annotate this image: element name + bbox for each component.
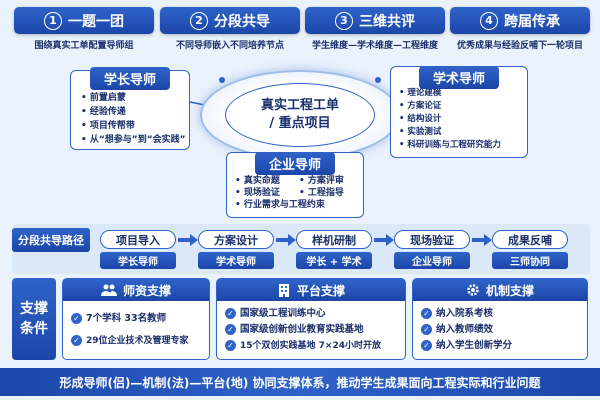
list-item: 国家级工程训练中心 — [225, 306, 397, 322]
pillar-title: 一题一团 — [68, 13, 124, 30]
pillar-number: 1 — [44, 11, 62, 30]
enterprise-mentor-panel: 企业导师 真实命题 现场验证 方案评审 工程指导 行业需求与工程约束 — [226, 152, 364, 218]
support-card-faculty: 师资支撑 7个学科 33名教师 29位企业技术及管理专家 — [62, 278, 210, 360]
pillar-number: 2 — [190, 11, 208, 30]
card-list: 7个学科 33名教师 29位企业技术及管理专家 — [63, 301, 209, 357]
support-label-line2: 条件 — [20, 321, 48, 337]
arrow-right-icon — [472, 234, 492, 246]
enterprise-mentor-list-wide: 行业需求与工程约束 — [235, 199, 325, 211]
card-title: 机制支撑 — [485, 283, 534, 298]
list-item: 项目传帮带 — [81, 119, 189, 133]
list-item: 方案论证 — [399, 100, 527, 113]
senior-mentor-list: 前置启蒙 经验传递 项目传帮带 从“想参与”到“会实践” — [71, 71, 189, 147]
path-role: 三师协同 — [492, 252, 568, 269]
arrow-right-icon — [374, 234, 394, 246]
people-icon — [100, 284, 117, 296]
gear-icon — [467, 284, 479, 296]
pillar-4: 4 跨届传承 — [450, 7, 590, 34]
footer-banner: 形成导师(侣)—机制(法)—平台(地) 协同支撑体系，推动学生成果面向工程实际和… — [0, 368, 600, 396]
card-header: 机制支撑 — [413, 279, 587, 301]
academic-mentor-list: 理论建模 方案论证 结构设计 实验测试 科研训练与工程研究能力 — [391, 67, 527, 152]
card-title: 平台支撑 — [296, 283, 345, 298]
list-item: 国家级创新创业教育实践基地 — [225, 322, 397, 338]
path-label: 分段共导路径 — [12, 228, 90, 252]
card-title: 师资支撑 — [122, 283, 171, 298]
pillar-3: 3 三维共评 — [305, 7, 445, 34]
list-item: 经验传递 — [81, 105, 189, 119]
center-focus: 真实工程工单 / 重点项目 — [200, 70, 400, 160]
pillar-number: 4 — [480, 11, 498, 30]
path-step: 成果反哺 — [492, 230, 568, 249]
list-item: 从“想参与”到“会实践” — [81, 133, 189, 147]
path-step: 样机研制 — [296, 230, 372, 249]
list-item: 纳入学生创新学分 — [421, 338, 579, 354]
path-role: 企业导师 — [394, 252, 470, 269]
pillar-desc: 优秀成果与经验反哺下一轮项目 — [456, 41, 583, 51]
support-label-line1: 支撑 — [20, 301, 48, 317]
building-icon — [278, 284, 289, 297]
support-card-mechanism: 机制支撑 纳入院系考核 纳入教师绩效 纳入学生创新学分 — [412, 278, 588, 360]
path-step: 现场验证 — [394, 230, 470, 249]
center-title-line1: 真实工程工单 — [260, 98, 339, 113]
list-item: 行业需求与工程约束 — [235, 199, 325, 211]
pillar-title: 分段共导 — [214, 13, 270, 30]
card-list: 纳入院系考核 纳入教师绩效 纳入学生创新学分 — [413, 301, 587, 359]
list-item: 现场验证 — [235, 187, 280, 199]
list-item: 15个双创实践基地 7×24小时开放 — [225, 338, 397, 354]
card-list: 国家级工程训练中心 国家级创新创业教育实践基地 15个双创实践基地 7×24小时… — [217, 301, 405, 359]
path-role: 学长导师 — [100, 252, 176, 269]
pillar-title: 跨届传承 — [504, 13, 560, 30]
enterprise-mentor-title: 企业导师 — [254, 152, 336, 175]
card-header: 平台支撑 — [217, 279, 405, 301]
center-title-line2: / 重点项目 — [269, 116, 331, 131]
academic-mentor-title: 学术导师 — [418, 66, 500, 89]
list-item: 科研训练与工程研究能力 — [399, 139, 527, 152]
academic-mentor-panel: 学术导师 理论建模 方案论证 结构设计 实验测试 科研训练与工程研究能力 — [390, 66, 528, 158]
pillar-title: 三维共评 — [359, 13, 415, 30]
senior-mentor-title: 学长导师 — [89, 67, 171, 90]
center-focus-inner: 真实工程工单 / 重点项目 — [225, 83, 375, 147]
support-card-platform: 平台支撑 国家级工程训练中心 国家级创新创业教育实践基地 15个双创实践基地 7… — [216, 278, 406, 360]
list-item: 方案评审 — [299, 175, 344, 187]
list-item: 前置启蒙 — [81, 91, 189, 105]
list-item: 工程指导 — [299, 187, 344, 199]
list-item: 实验测试 — [399, 126, 527, 139]
list-item: 理论建模 — [399, 87, 527, 100]
pillar-desc: 学生维度—学术维度—工程维度 — [311, 41, 438, 51]
list-item: 纳入院系考核 — [421, 306, 579, 322]
list-item: 真实命题 — [235, 175, 280, 187]
enterprise-mentor-list-left: 真实命题 现场验证 — [235, 175, 280, 199]
list-item: 结构设计 — [399, 113, 527, 126]
pillar-desc: 围绕真实工单配置导师组 — [34, 41, 134, 51]
path-step: 方案设计 — [198, 230, 274, 249]
pillar-number: 3 — [335, 11, 353, 30]
list-item: 29位企业技术及管理专家 — [71, 330, 201, 352]
path-role: 学术导师 — [198, 252, 274, 269]
pillar-2: 2 分段共导 — [160, 7, 300, 34]
list-item: 纳入教师绩效 — [421, 322, 579, 338]
card-header: 师资支撑 — [63, 279, 209, 301]
senior-mentor-panel: 学长导师 前置启蒙 经验传递 项目传帮带 从“想参与”到“会实践” — [70, 67, 190, 150]
enterprise-mentor-list-right: 方案评审 工程指导 — [299, 175, 344, 199]
pillar-1: 1 一题一团 — [14, 7, 154, 34]
path-role: 学长 + 学术 — [296, 252, 372, 269]
arrow-right-icon — [276, 234, 296, 246]
pillar-desc: 不同导师嵌入不同培养节点 — [175, 41, 284, 51]
list-item: 7个学科 33名教师 — [71, 308, 201, 330]
path-step: 项目导入 — [100, 230, 176, 249]
arrow-right-icon — [178, 234, 198, 246]
support-label: 支撑 条件 — [12, 278, 56, 360]
